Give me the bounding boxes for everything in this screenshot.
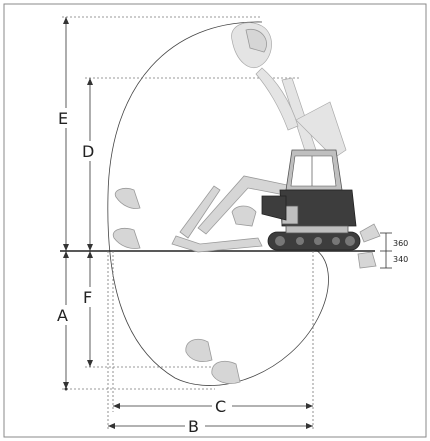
dim-f-label-bg	[82, 287, 98, 307]
dim-label-d: D	[82, 142, 94, 161]
dim-label-c: C	[215, 397, 226, 416]
pivot-marker	[64, 387, 68, 391]
excavator-arm-extended	[171, 175, 293, 253]
ghost-arm-raised	[255, 67, 347, 159]
blade-lower-value: 340	[393, 255, 408, 264]
dim-e-label-bg	[57, 108, 75, 128]
ghost-bucket-dig-right	[211, 360, 241, 384]
dim-label-b: B	[188, 417, 199, 436]
blade-raise-value: 360	[393, 239, 408, 248]
dim-arrow-f-top	[87, 251, 93, 258]
dim-label-e: E	[58, 109, 68, 128]
dim-arrow-a-top	[63, 251, 69, 258]
ghost-bucket-reach-upper	[114, 188, 141, 209]
dim-arrow-d-top	[87, 78, 93, 85]
ghost-bucket-top	[231, 22, 272, 68]
dim-arrow-e-bottom	[63, 244, 69, 251]
excavator-body	[261, 149, 361, 251]
ghost-bucket-dig-left	[185, 338, 213, 362]
dim-b-label-bg	[185, 416, 205, 436]
dim-arrow-e-top	[63, 17, 69, 24]
dim-c-label-bg	[212, 396, 232, 416]
dim-d-label-bg	[81, 141, 100, 161]
ghost-bucket-reach-lower	[112, 228, 141, 249]
dim-arrow-c-right	[306, 403, 313, 409]
dozer-blade	[357, 223, 381, 269]
dim-arrow-b-right	[306, 423, 313, 429]
dim-label-f: F	[83, 288, 92, 307]
dim-arrow-b-left	[108, 423, 115, 429]
working-envelope-curve	[107, 21, 329, 386]
dim-arrow-f-bottom	[87, 360, 93, 367]
dim-arrow-a-bottom	[63, 382, 69, 389]
dim-arrow-c-left	[113, 403, 120, 409]
dim-a-label-bg	[57, 305, 75, 325]
dim-label-a: A	[57, 306, 68, 325]
dim-arrow-d-bottom	[87, 244, 93, 251]
